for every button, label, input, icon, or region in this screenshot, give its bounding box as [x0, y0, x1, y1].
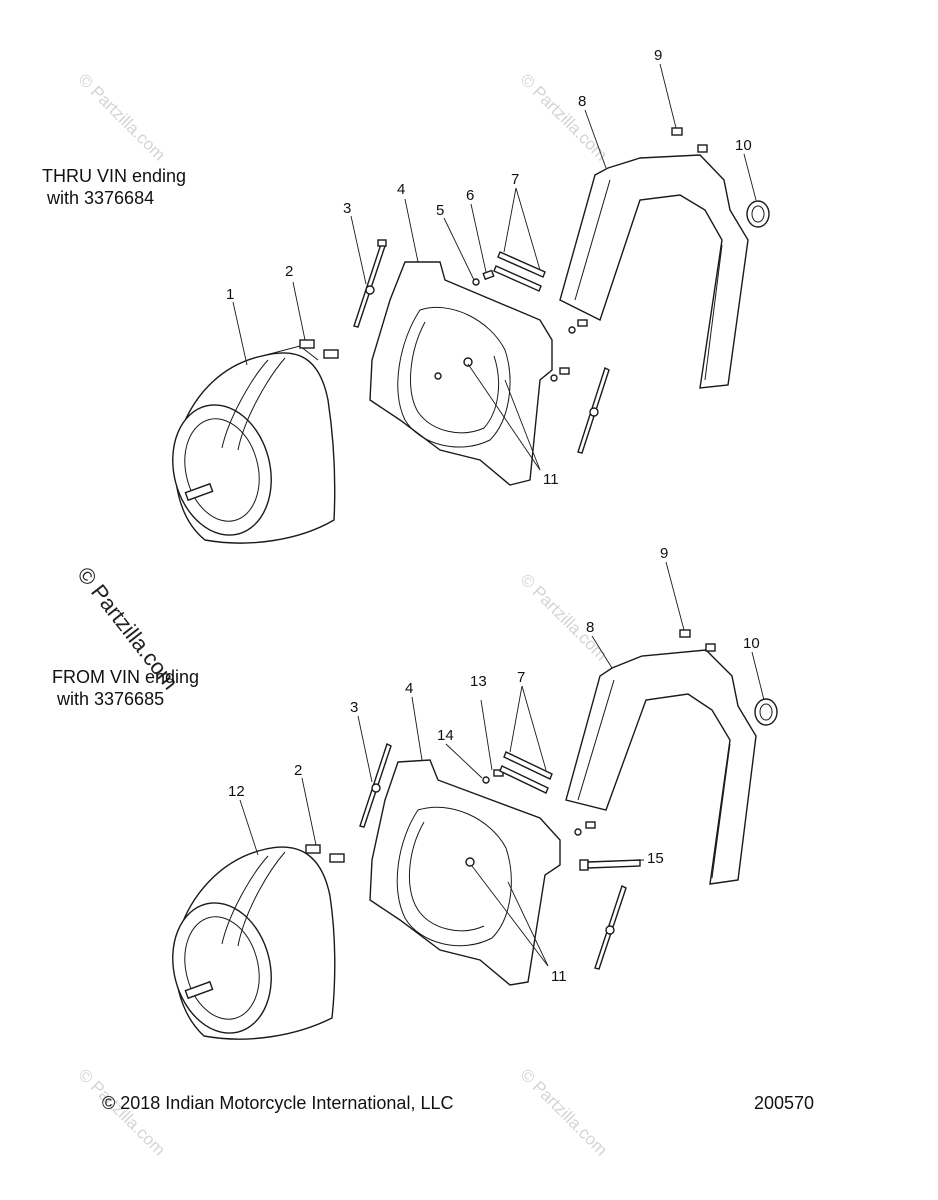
callout: 4	[405, 680, 413, 697]
upper-cover-part	[565, 649, 757, 885]
outer-fairing-part	[172, 846, 336, 1040]
callout: 13	[470, 673, 487, 690]
callout: 12	[228, 783, 245, 800]
fastener-part	[472, 269, 588, 382]
copyright-text: © 2018 Indian Motorcycle International, …	[102, 1093, 454, 1113]
section-top-title: THRU VIN ending with 3376684	[42, 166, 187, 208]
callout: 3	[343, 200, 351, 217]
callout: 2	[285, 263, 293, 280]
callout: 3	[350, 699, 358, 716]
trim-strip-part	[493, 251, 546, 292]
clip-part	[305, 844, 345, 863]
callout: 8	[578, 93, 586, 110]
rod-part	[594, 885, 627, 970]
callout: 7	[517, 669, 525, 686]
section-bottom-title: FROM VIN ending with 3376685	[52, 667, 200, 709]
callout: 5	[436, 202, 444, 219]
callout: 6	[466, 187, 474, 204]
callout: 4	[397, 181, 405, 198]
callout: 9	[660, 545, 668, 562]
screw-part	[671, 127, 708, 153]
fastener-part	[482, 769, 596, 836]
screw-part	[679, 629, 716, 652]
inner-fairing-part	[369, 759, 561, 986]
callout: 11	[543, 471, 559, 488]
rod-part	[353, 239, 387, 328]
grommet-part	[746, 200, 770, 228]
outer-fairing-part	[172, 345, 336, 544]
grommet-part	[754, 698, 778, 726]
callout: 8	[586, 619, 594, 636]
rod-part	[359, 743, 392, 828]
callout: 15	[647, 850, 664, 867]
callout: 10	[743, 635, 760, 652]
callout: 14	[437, 727, 454, 744]
callout: 2	[294, 762, 302, 779]
bolt-part	[579, 859, 641, 871]
trim-strip-part	[499, 751, 553, 794]
figure-number: 200570	[754, 1093, 815, 1113]
inner-fairing-part	[369, 261, 553, 486]
clip-part	[299, 339, 339, 359]
upper-cover-part	[559, 154, 749, 389]
bottom-assembly: 12 2 3 4 14 13 7 8 9 10 15 11	[172, 545, 778, 1040]
rod-part	[577, 367, 610, 454]
callout: 9	[654, 47, 662, 64]
top-assembly: 1 2 3 4 5 6 7 8 9 10 11	[172, 47, 770, 544]
callout: 7	[511, 171, 519, 188]
callout: 11	[551, 968, 567, 985]
callout: 10	[735, 137, 752, 154]
callout: 1	[226, 286, 234, 303]
